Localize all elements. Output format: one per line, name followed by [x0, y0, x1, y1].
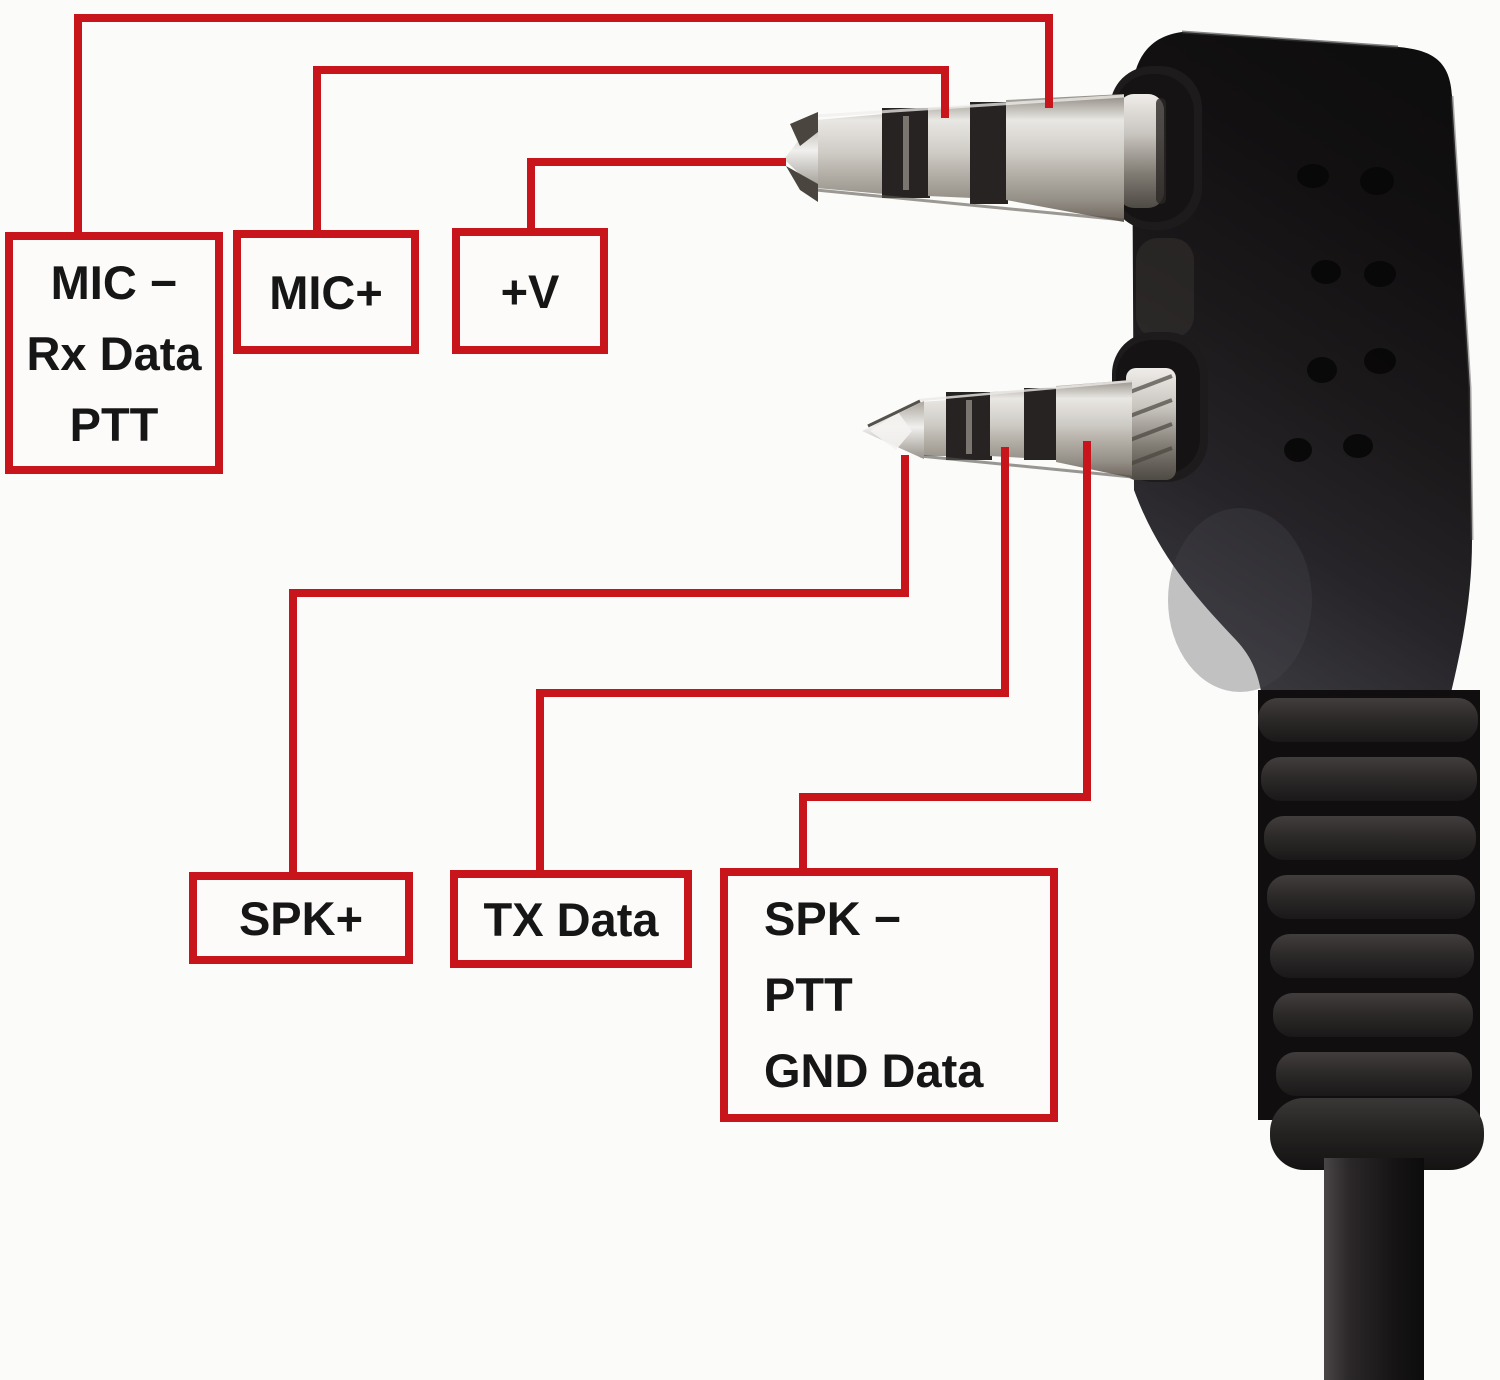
label-text: SPK − [764, 892, 902, 945]
callout-line-spk-plus [901, 455, 909, 597]
label-box-mic-minus: MIC − Rx Data PTT [5, 232, 223, 474]
callout-line-mic-minus [74, 14, 1053, 22]
callout-line-mic-plus [313, 66, 949, 74]
plug-boss-bottom [1112, 332, 1208, 482]
callout-line-v-plus [527, 158, 535, 228]
label-text: PTT [764, 968, 853, 1021]
callout-line-mic-plus [941, 66, 949, 118]
plug-top-tip-contact [816, 114, 884, 194]
label-box-mic-plus: MIC+ [233, 230, 419, 354]
label-box-spk-plus: SPK+ [189, 872, 413, 964]
label-text: PTT [69, 397, 159, 451]
label-box-tx-data: TX Data [450, 870, 692, 968]
label-text: MIC+ [269, 265, 383, 319]
plug-bottom [862, 379, 1133, 479]
callout-line-mic-plus [313, 66, 321, 230]
plug-top-ring-contact [928, 106, 972, 198]
callout-line-spk-minus [799, 793, 1091, 801]
label-text: Rx Data [26, 326, 202, 380]
callout-line-tx-data [536, 689, 544, 870]
body-dot-dents [1284, 164, 1396, 462]
callout-line-tx-data [536, 689, 1009, 697]
callout-line-spk-plus [289, 589, 909, 597]
connector-body [1132, 30, 1474, 705]
strain-relief-collar [1270, 1098, 1484, 1170]
label-text: SPK+ [238, 891, 364, 945]
plug-bottom-tip-contact [920, 400, 948, 456]
label-text: +V [500, 264, 560, 318]
plug-top [784, 94, 1125, 222]
callout-line-spk-plus [289, 589, 297, 872]
callout-line-mic-minus [1045, 14, 1053, 108]
callout-line-tx-data [1001, 447, 1009, 697]
callout-line-spk-minus [799, 793, 807, 868]
callout-line-v-plus [527, 158, 786, 166]
cable [1324, 1158, 1424, 1380]
plug-boss-top [1110, 66, 1202, 230]
label-text: MIC − [50, 255, 178, 309]
callout-line-mic-minus [74, 14, 82, 232]
plug-top-insulator-2 [970, 102, 1008, 204]
label-text: GND Data [764, 1044, 984, 1097]
plug-bottom-sleeve-contact [1056, 380, 1132, 478]
label-text: TX Data [483, 892, 659, 946]
callout-line-spk-minus [1083, 441, 1091, 801]
plug-bottom-ring-contact [990, 390, 1026, 458]
plug-top-sleeve-contact [1006, 94, 1124, 222]
plug-bottom-insulator-2 [1024, 388, 1058, 460]
strain-relief [1258, 690, 1484, 1170]
label-box-v-plus: +V [452, 228, 608, 354]
label-box-spk-minus: SPK − PTT GND Data [720, 868, 1058, 1122]
